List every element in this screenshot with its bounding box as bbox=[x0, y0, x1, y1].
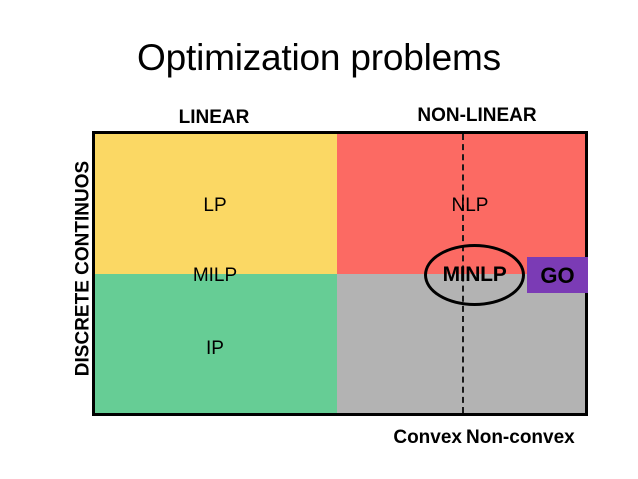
page-title: Optimization problems bbox=[137, 37, 501, 78]
optimization-matrix: LP NLP IP MILP MINLP GO bbox=[92, 131, 588, 416]
quadrant-linear-discrete bbox=[95, 274, 337, 413]
quadrant-label-lp: LP bbox=[203, 195, 227, 216]
go-badge: GO bbox=[527, 257, 588, 293]
minlp-label: MINLP bbox=[442, 263, 507, 286]
go-badge-label: GO bbox=[540, 262, 575, 288]
minlp-ellipse: MINLP bbox=[424, 244, 525, 306]
column-header-nonlinear: NON-LINEAR bbox=[417, 105, 537, 126]
bottom-label-nonconvex: Non-convex bbox=[466, 427, 575, 448]
boundary-label-milp: MILP bbox=[192, 265, 238, 286]
y-axis-label: DISCRETE CONTINUOS bbox=[72, 160, 94, 377]
column-header-linear: LINEAR bbox=[178, 107, 250, 128]
bottom-label-convex: Convex bbox=[393, 427, 462, 448]
quadrant-label-nlp: NLP bbox=[451, 195, 489, 216]
quadrant-label-ip: IP bbox=[206, 338, 224, 359]
quadrant-linear-continuous bbox=[95, 134, 337, 274]
